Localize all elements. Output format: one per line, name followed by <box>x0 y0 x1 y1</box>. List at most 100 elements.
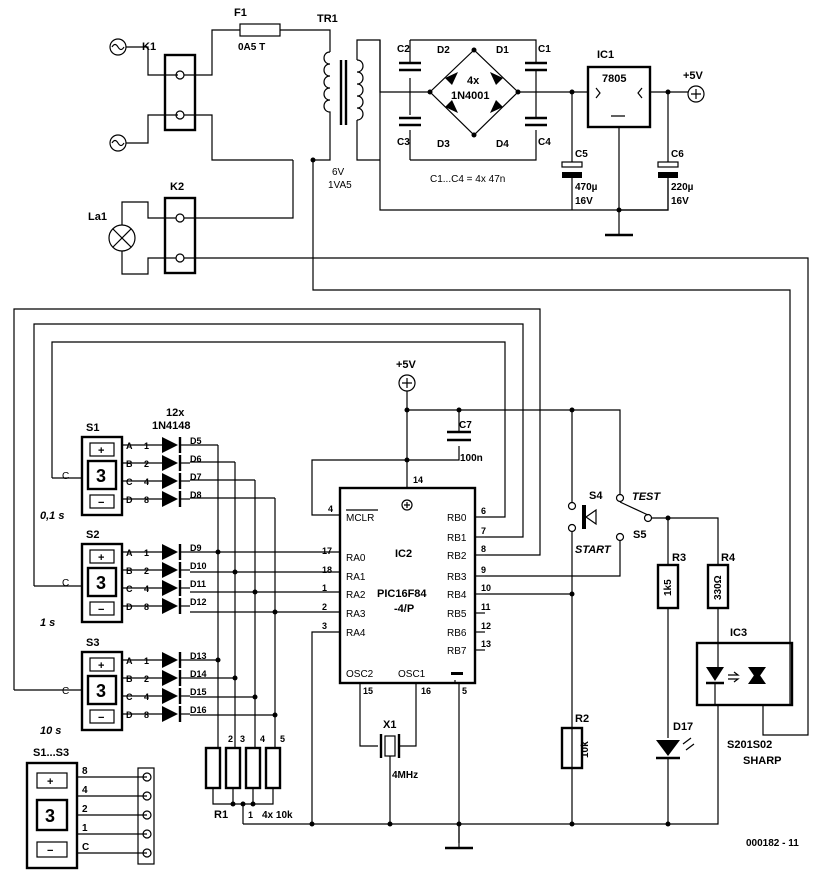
diode-label: D6 <box>190 454 202 464</box>
mains-section: K1 F1 0A5 T TR1 6V 1VA5 K2 La1 <box>88 7 809 736</box>
r3-value: 1k5 <box>663 579 674 596</box>
resistor-r3 <box>656 563 680 610</box>
r1-label: R1 <box>214 809 228 821</box>
diode-label: D15 <box>190 687 207 697</box>
row-letter: C <box>126 477 133 487</box>
legend-pin: 2 <box>82 804 88 815</box>
pin-name: RA4 <box>346 628 366 639</box>
row-letter: D <box>126 710 133 720</box>
diode-label: D16 <box>190 705 207 715</box>
mclr-label: MCLR <box>346 513 374 524</box>
power-supply-section: C2 C3 C1 C4 D2 D1 D3 D4 4x 1N4001 C1...C… <box>379 39 705 237</box>
common-label: C <box>62 471 69 482</box>
ic2-label: IC2 <box>395 548 412 560</box>
diode-d1 <box>490 72 503 85</box>
row-value: 2 <box>144 459 149 469</box>
d3-label: D3 <box>437 139 450 150</box>
row-letter: C <box>126 692 133 702</box>
pin-number: 11 <box>481 602 491 612</box>
r4-value: 330Ω <box>713 575 724 600</box>
pin-name: RB7 <box>447 646 467 657</box>
tr-va: 1VA5 <box>328 180 352 191</box>
plus5v-label: +5V <box>683 70 704 82</box>
lamp-label: La1 <box>88 211 107 223</box>
pin-number: 8 <box>481 544 486 554</box>
row-letter: A <box>126 441 133 451</box>
legend-connector <box>137 767 155 865</box>
diode-label: D13 <box>190 651 207 661</box>
d17-label: D17 <box>673 721 693 733</box>
resistor-r4 <box>706 563 730 610</box>
ic1-label: IC1 <box>597 49 614 61</box>
k1-label: K1 <box>142 41 156 53</box>
resistor-r1c <box>244 746 262 790</box>
row-letter: B <box>126 459 133 469</box>
ic3-label: IC3 <box>730 627 747 639</box>
pin-number: 3 <box>322 621 327 631</box>
c4-label: C4 <box>538 137 551 148</box>
row-value: 1 <box>144 441 149 451</box>
diode-icon <box>162 473 178 489</box>
diode-label: D14 <box>190 669 207 679</box>
row-letter: C <box>126 584 133 594</box>
r1-pin: 5 <box>280 734 285 744</box>
osc1-pin: 16 <box>421 686 431 696</box>
row-letter: B <box>126 674 133 684</box>
legend-pin: 8 <box>82 766 88 777</box>
diode-icon <box>162 670 178 686</box>
c5-value: 470µ <box>575 182 598 193</box>
r1-value: 4x 10k <box>262 810 293 821</box>
row-value: 1 <box>144 656 149 666</box>
pin-name: RB4 <box>447 590 467 601</box>
k2-label: K2 <box>170 181 184 193</box>
diode-icon <box>162 688 178 704</box>
r2-label: R2 <box>575 713 589 725</box>
capacitor-c6 <box>657 161 679 168</box>
pin-name: RB2 <box>447 551 467 562</box>
c1-label: C1 <box>538 44 551 55</box>
pin-name: RA1 <box>346 572 366 583</box>
row-letter: D <box>126 602 133 612</box>
pin-number: 17 <box>322 546 332 556</box>
mclr-pin-number: 4 <box>328 504 333 514</box>
diode-icon <box>162 652 178 668</box>
bridge-count: 4x <box>467 75 480 87</box>
row-value: 8 <box>144 495 149 505</box>
time-label: 1 s <box>40 617 55 629</box>
legend-pin: C <box>82 842 89 853</box>
row-value: 8 <box>144 710 149 720</box>
diode-d3 <box>445 100 458 113</box>
legend-title: S1...S3 <box>33 747 69 759</box>
supply-plus-icon <box>398 374 416 392</box>
switch-s5 <box>619 501 649 516</box>
ic3-type: S201S02 <box>727 739 772 751</box>
legend-pin: 4 <box>82 785 88 796</box>
row-letter: B <box>126 566 133 576</box>
fuse <box>239 23 281 37</box>
row-value: 1 <box>144 548 149 558</box>
diode-label: D7 <box>190 472 202 482</box>
row-value: 2 <box>144 674 149 684</box>
s5-label: S5 <box>633 529 646 541</box>
connector-k1 <box>163 53 197 132</box>
osc2-pin: 15 <box>363 686 373 696</box>
pin-name: RA3 <box>346 609 366 620</box>
diode-d2 <box>445 72 458 85</box>
x1-value: 4MHz <box>392 770 418 781</box>
diode-icon <box>162 544 178 560</box>
diode-label: D5 <box>190 436 202 446</box>
row-value: 4 <box>144 477 149 487</box>
supply-plus-icon <box>687 85 705 103</box>
diode-icon <box>162 598 178 614</box>
ic2-type: PIC16F84 <box>377 588 427 600</box>
c2-label: C2 <box>397 44 410 55</box>
r1-pin: 3 <box>240 734 245 744</box>
d2-label: D2 <box>437 45 450 56</box>
common-label: C <box>62 578 69 589</box>
c7-value: 100n <box>460 453 483 464</box>
switch-digit: 3 <box>96 681 106 701</box>
switch-digit: 3 <box>96 466 106 486</box>
c7-label: C7 <box>459 420 472 431</box>
